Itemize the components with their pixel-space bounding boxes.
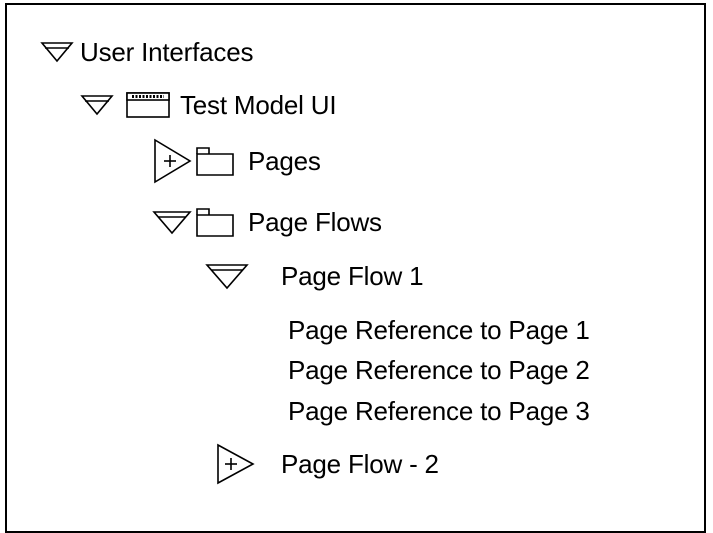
tree-panel: User Interfaces Test Model UI [5,3,706,533]
collapse-triangle-icon[interactable] [205,261,249,291]
tree-node-page-flow-2[interactable]: Page Flow - 2 [215,443,439,485]
tree-node-user-interfaces[interactable]: User Interfaces [40,32,253,72]
collapse-triangle-icon[interactable] [152,208,192,236]
folder-icon [196,207,234,237]
tree-node-label: Page Reference to Page 3 [288,396,590,426]
tree-node-pages[interactable]: Pages [152,138,321,184]
tree-node-page-flows[interactable]: Page Flows [152,202,382,242]
tree-node-page-reference[interactable]: Page Reference to Page 1 [288,310,590,350]
tree-node-label: Test Model UI [180,90,337,120]
tree-node-label: Page Flow 1 [281,261,424,291]
expand-triangle-plus-icon[interactable] [215,443,255,485]
tree-node-label: User Interfaces [80,37,254,67]
tree-node-label: Page Flow - 2 [281,449,439,479]
tree-node-page-flow-1[interactable]: Page Flow 1 [205,256,424,296]
window-icon [126,92,170,118]
expand-triangle-plus-icon[interactable] [152,137,192,185]
tree-node-test-model-ui[interactable]: Test Model UI [80,85,337,125]
tree-node-label: Page Reference to Page 1 [288,315,590,345]
collapse-triangle-icon[interactable] [40,40,74,64]
tree-node-page-reference[interactable]: Page Reference to Page 3 [288,391,590,431]
tree-node-page-reference[interactable]: Page Reference to Page 2 [288,350,590,390]
folder-icon [196,146,234,176]
collapse-triangle-icon[interactable] [80,93,114,117]
tree-node-label: Page Reference to Page 2 [288,355,590,385]
tree-node-label: Pages [248,146,321,176]
tree-node-label: Page Flows [248,207,382,237]
